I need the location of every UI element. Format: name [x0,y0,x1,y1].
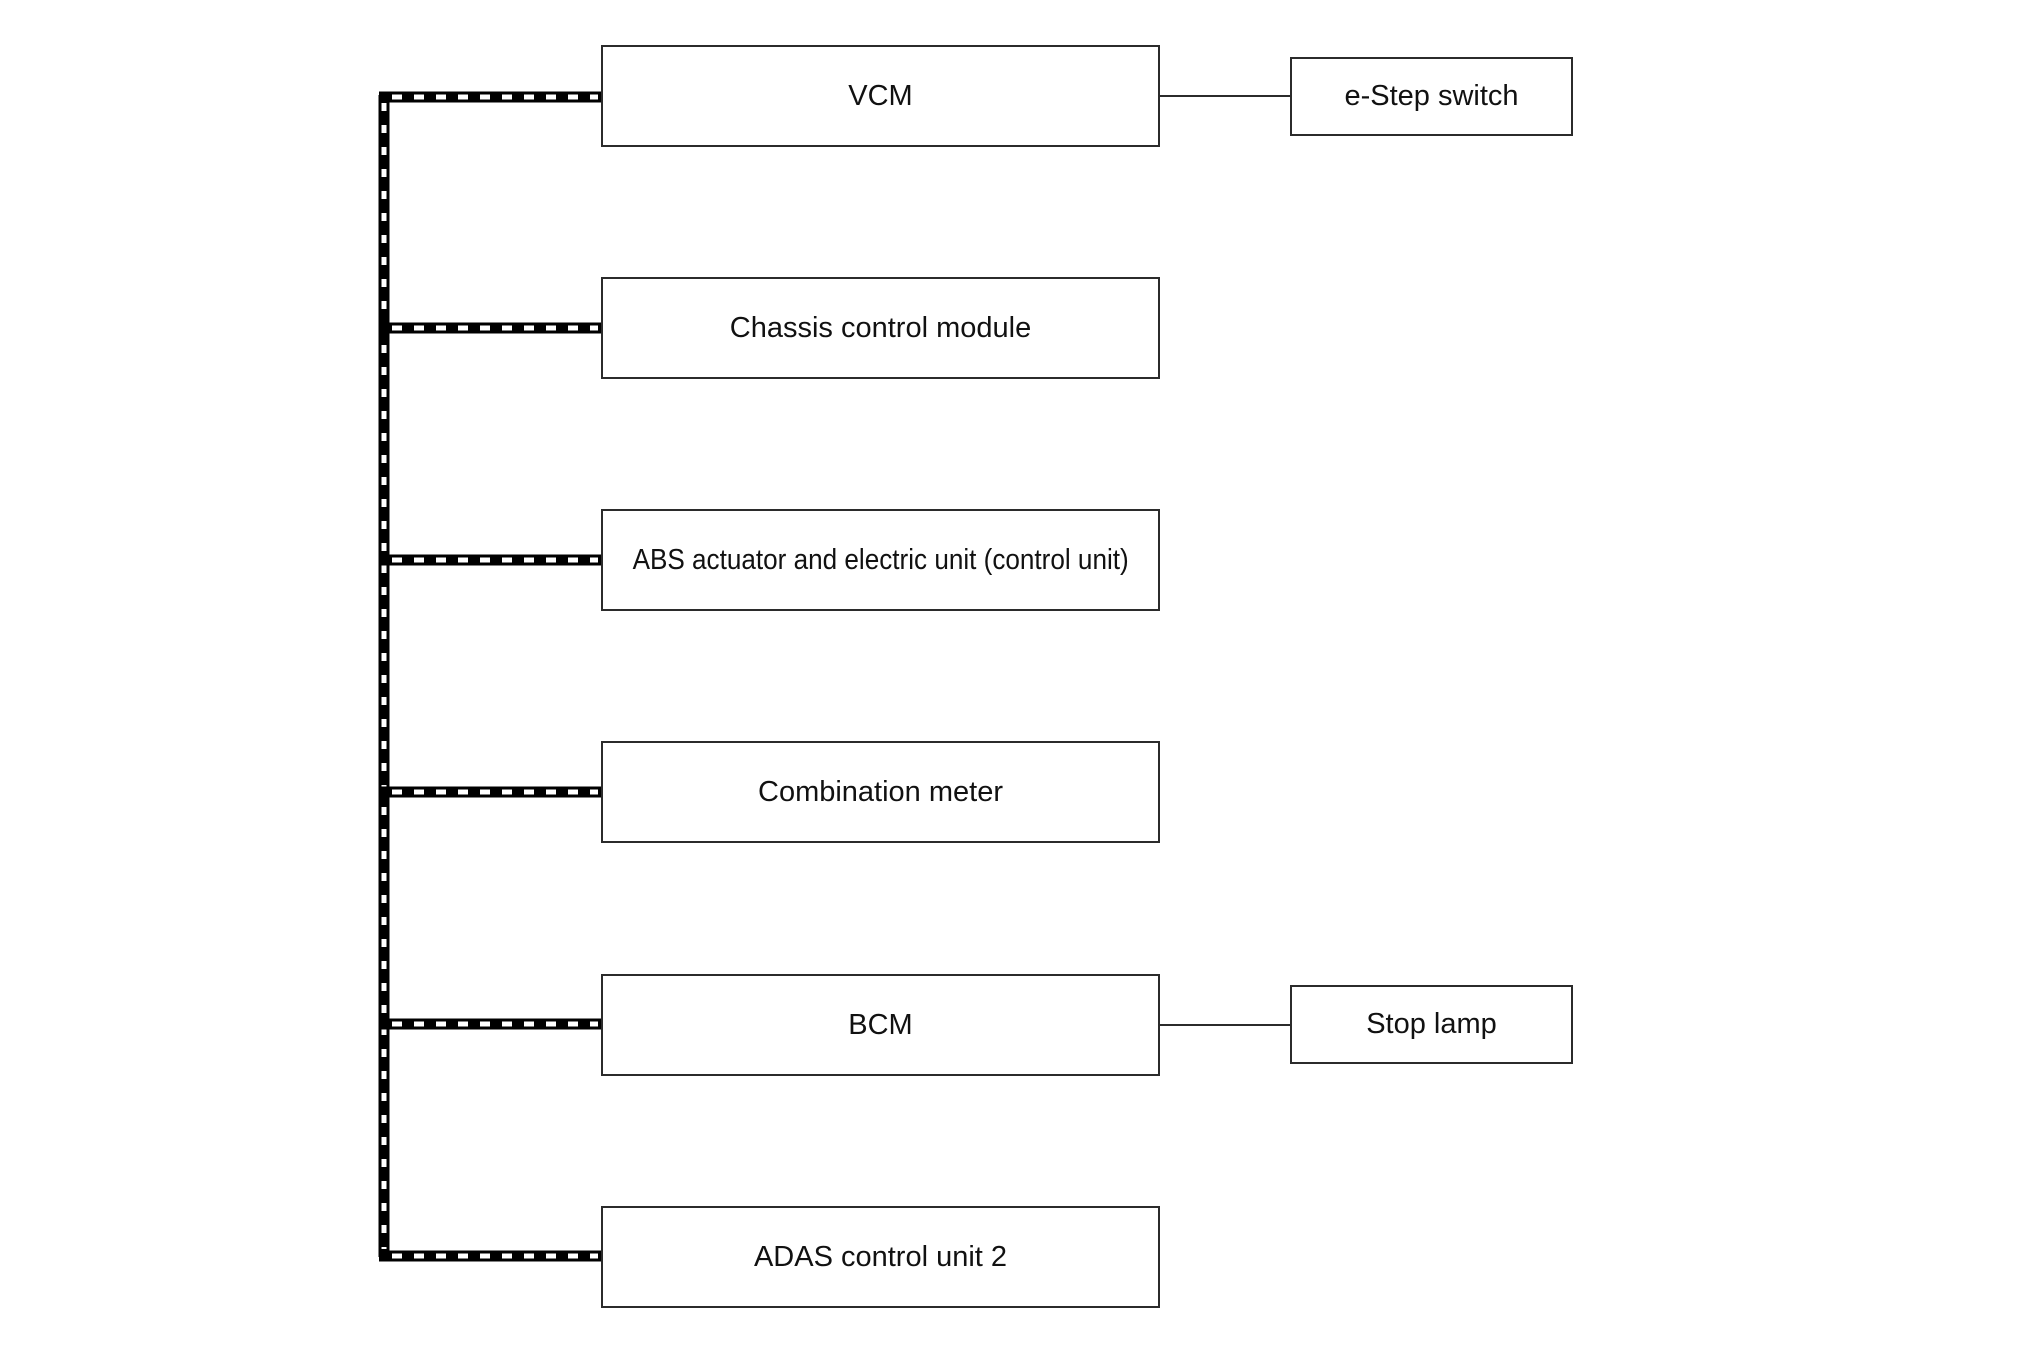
stop-lamp-label: Stop lamp [1366,1008,1497,1040]
bcm-label: BCM [848,1008,913,1041]
stop-lamp-box: Stop lamp [1290,985,1573,1064]
abs-actuator-label: ABS actuator and electric unit (control … [632,543,1129,576]
vcm-label: VCM [848,79,913,112]
vcm-box: VCM [601,45,1160,147]
chassis-control-module-label: Chassis control module [729,311,1032,344]
e-step-switch-box: e-Step switch [1290,57,1573,136]
communication-bus [378,91,601,1262]
e-step-switch-label: e-Step switch [1344,80,1519,112]
adas-control-unit-box: ADAS control unit 2 [601,1206,1160,1308]
chassis-control-module-box: Chassis control module [601,277,1160,379]
adas-control-unit-label: ADAS control unit 2 [753,1240,1008,1273]
abs-actuator-box: ABS actuator and electric unit (control … [601,509,1160,611]
bcm-box: BCM [601,974,1160,1076]
combination-meter-label: Combination meter [758,775,1003,808]
combination-meter-box: Combination meter [601,741,1160,843]
